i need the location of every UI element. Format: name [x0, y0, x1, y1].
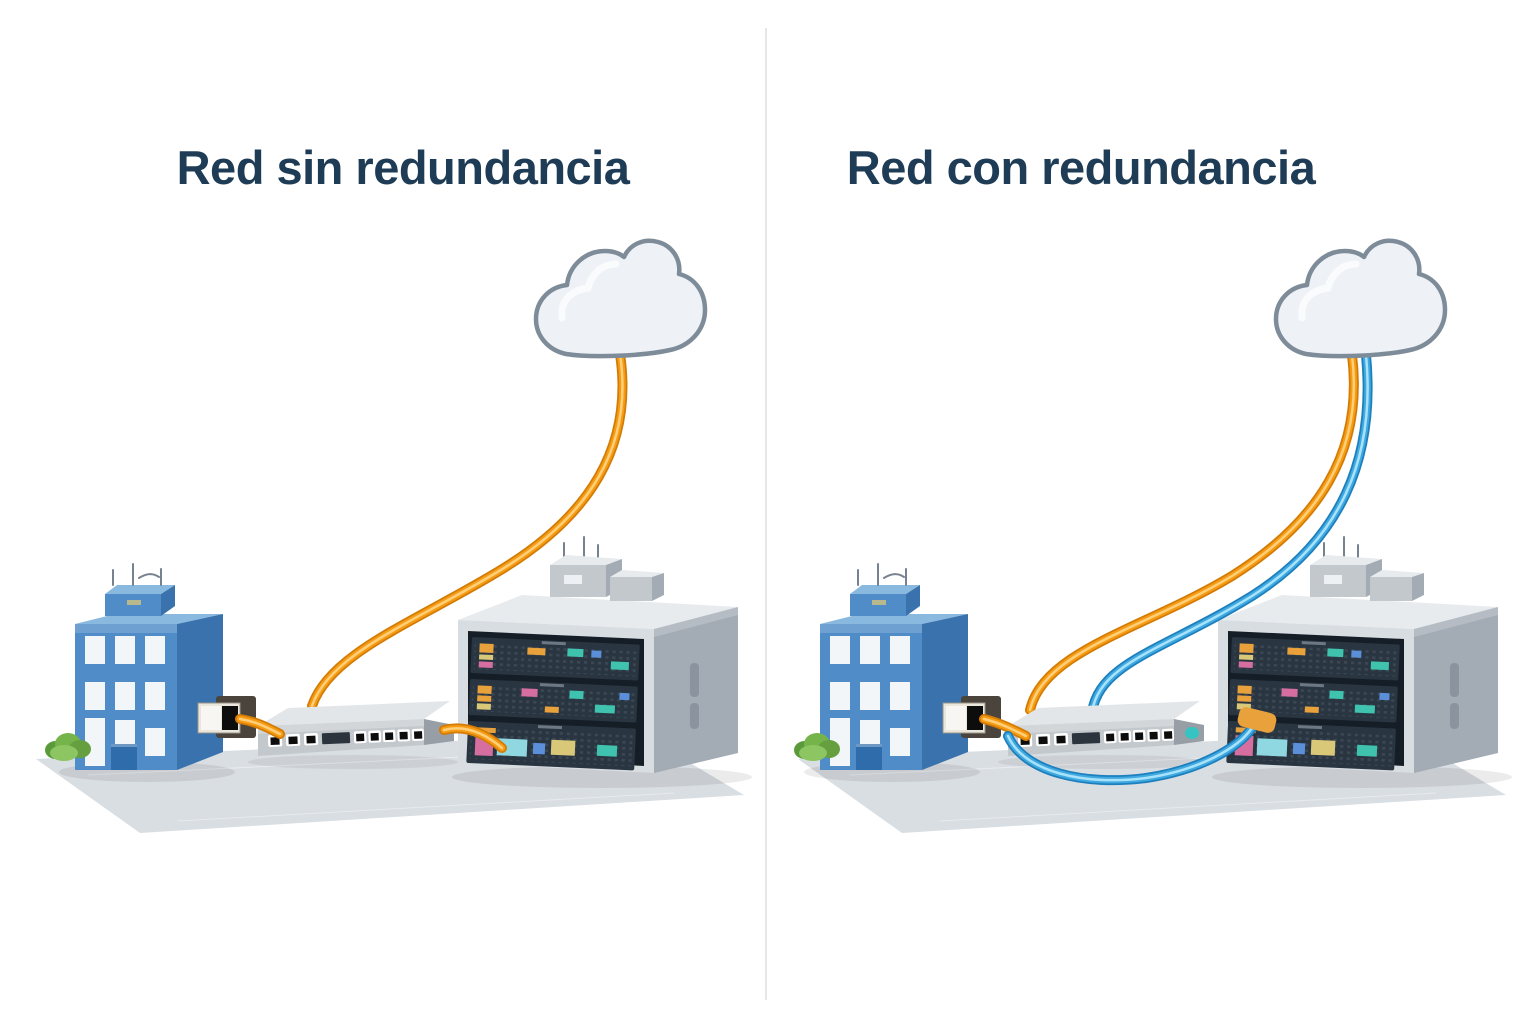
redundant-wan-cable-blue [1087, 350, 1373, 717]
switch-to-rack-redundant-cable-blue [1003, 723, 1257, 786]
right-panel [794, 241, 1513, 834]
server-rack [1211, 536, 1513, 789]
building-to-switch-cable [235, 714, 285, 739]
rack-cable-connector [1237, 707, 1277, 733]
wan-cable-orange [307, 349, 628, 711]
building-to-switch-cable [979, 714, 1031, 741]
left-panel-title: Red sin redundancia [176, 141, 630, 194]
switch-to-rack-cable [439, 723, 507, 753]
left-panel [35, 241, 753, 834]
internet-cloud [536, 241, 705, 356]
primary-wan-cable-orange [1025, 350, 1359, 715]
internet-cloud [1276, 241, 1445, 356]
right-panel-title: Red con redundancia [846, 141, 1316, 194]
switch-uplink-port [1185, 727, 1199, 739]
